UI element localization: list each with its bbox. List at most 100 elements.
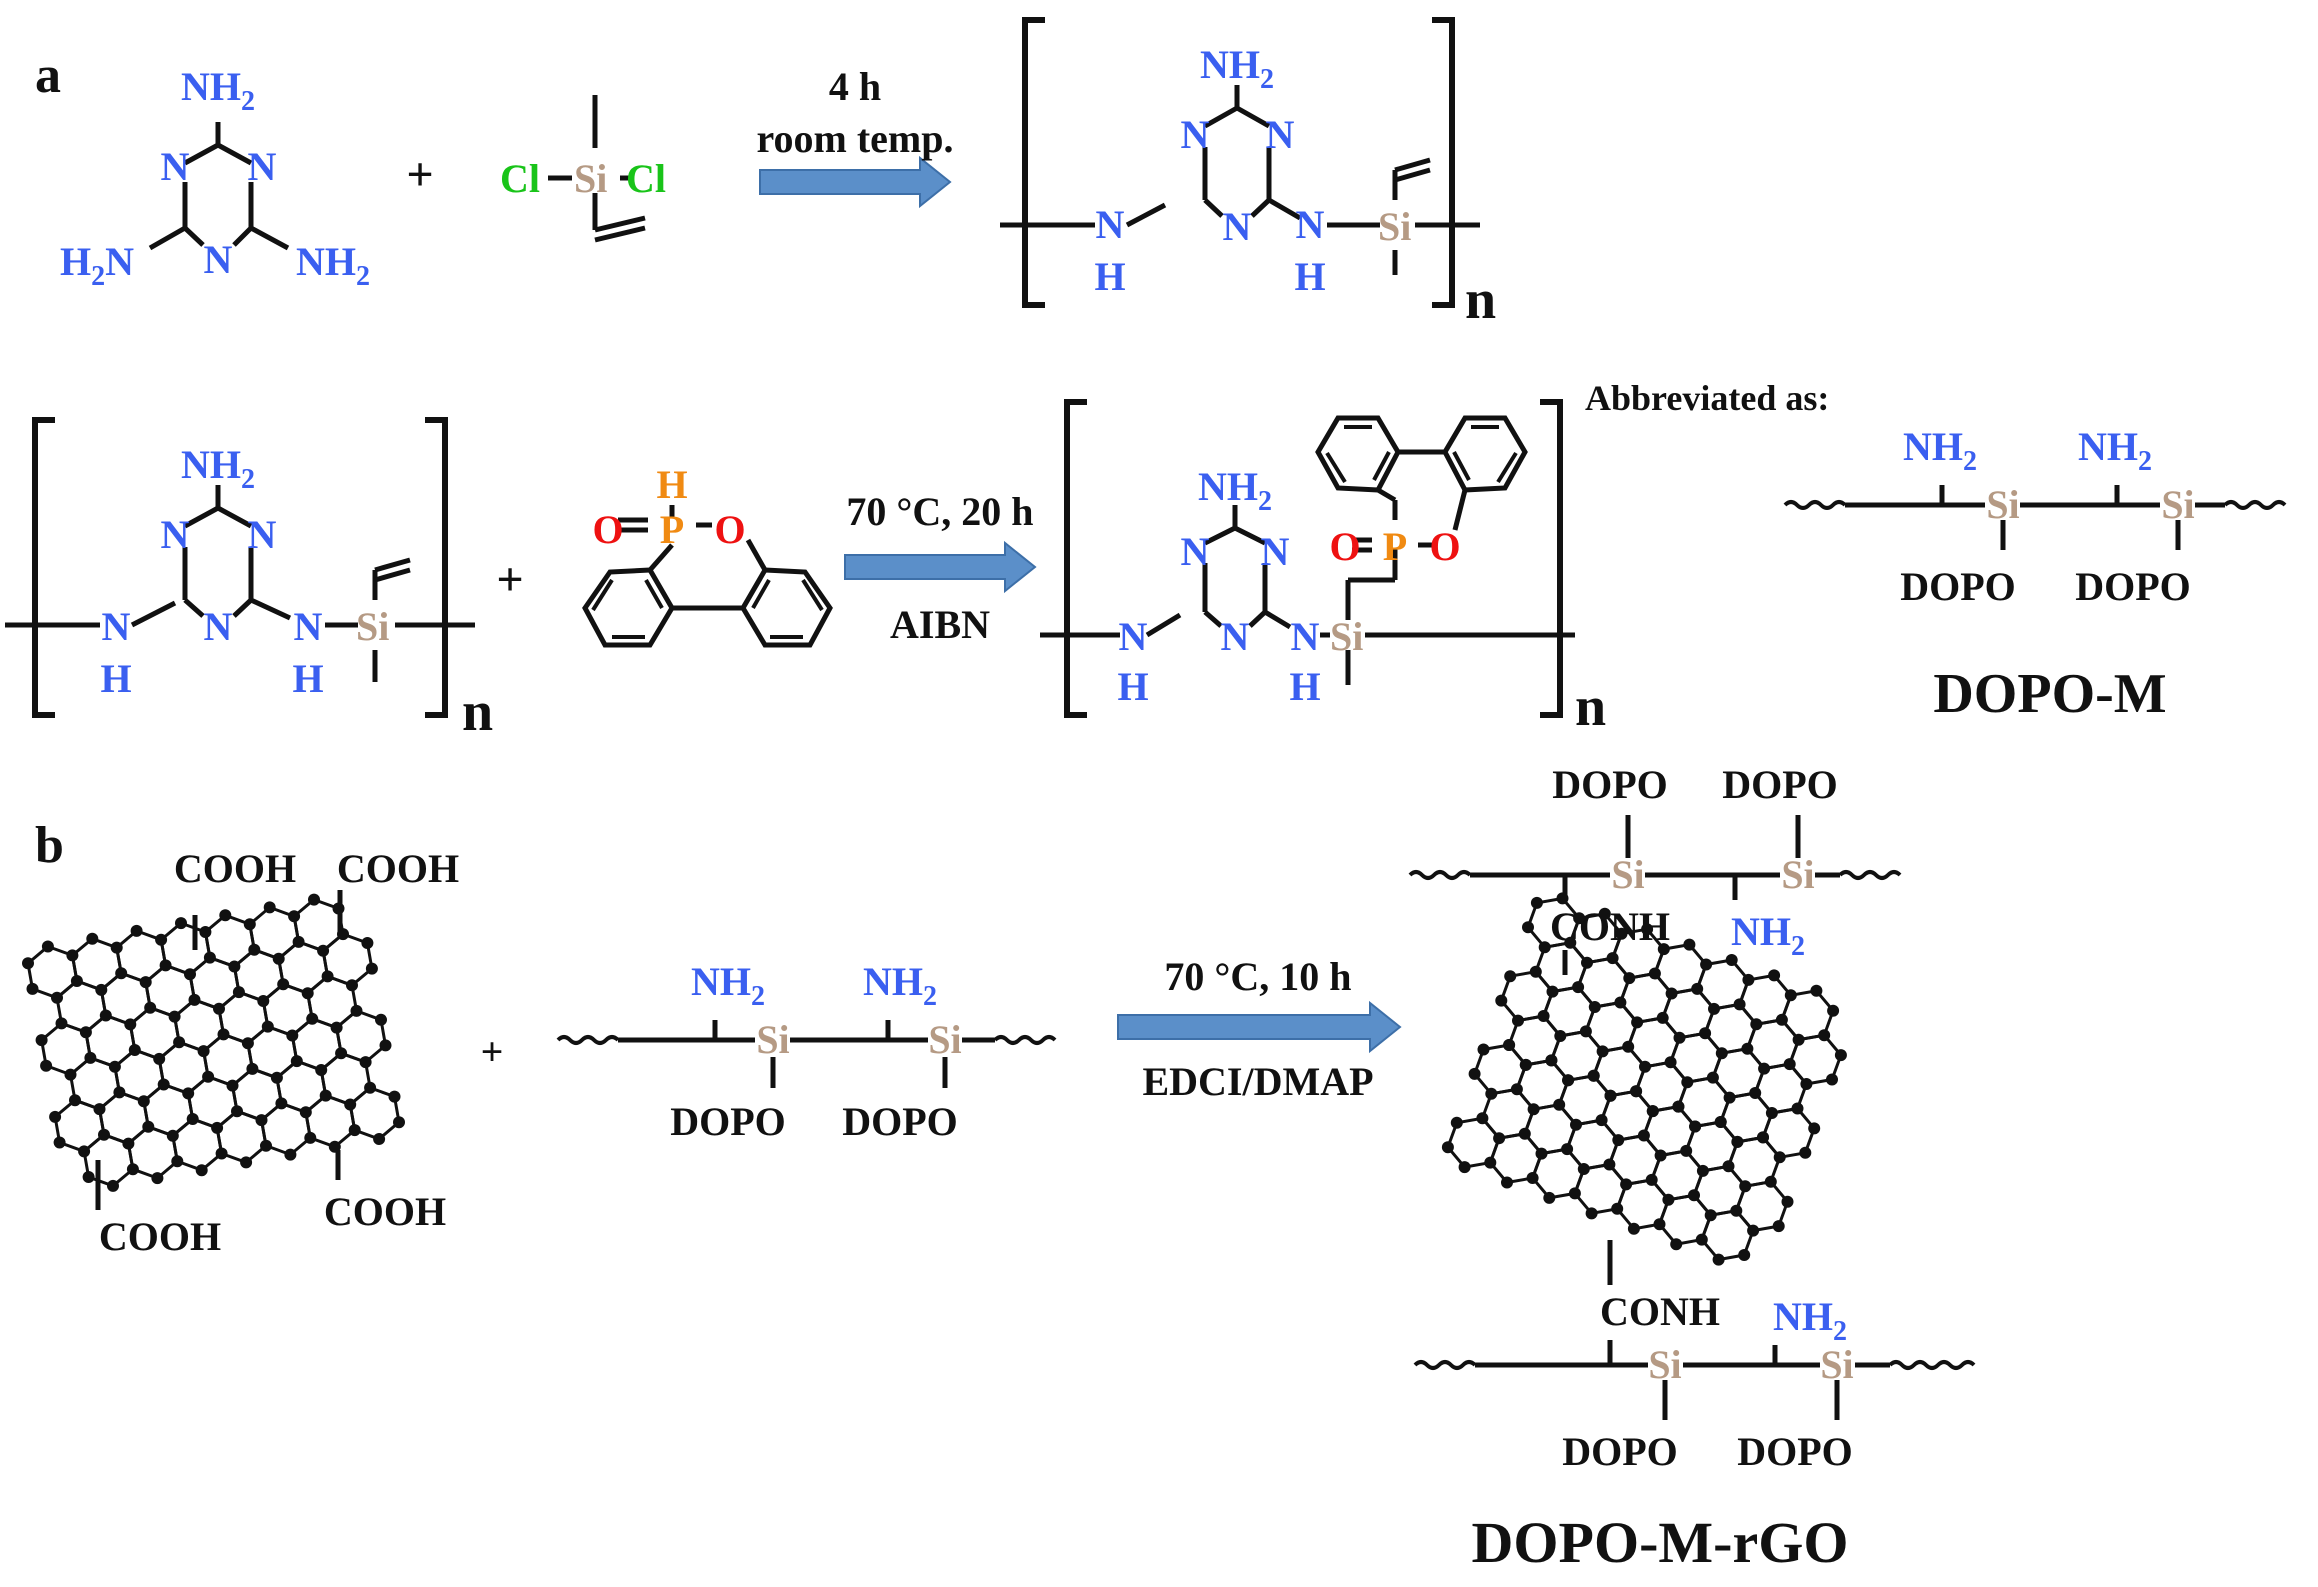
- carbon-atom: [1611, 1202, 1624, 1215]
- carbon-atom: [69, 1094, 81, 1107]
- carbon-atom: [1553, 1098, 1566, 1111]
- carbon-atom: [319, 1089, 332, 1102]
- carbon-atom: [1503, 1039, 1516, 1051]
- dopo-m-name: DOPO-M: [1933, 663, 2166, 725]
- carbon-atom: [284, 1148, 297, 1161]
- svg-text:Si: Si: [574, 156, 607, 201]
- carbon-atom: [1519, 1058, 1532, 1071]
- carbon-atom: [173, 1036, 186, 1049]
- carbon-atom: [1579, 1025, 1592, 1038]
- svg-text:COOH: COOH: [324, 1189, 446, 1234]
- carbon-atom: [1604, 1089, 1617, 1102]
- abbreviated-as-label: Abbreviated as:: [1585, 378, 1829, 418]
- svg-text:Si: Si: [1648, 1342, 1681, 1387]
- svg-text:NH2: NH2: [691, 959, 765, 1012]
- carbon-atom: [40, 1059, 53, 1072]
- carbon-atom: [175, 917, 187, 930]
- svg-text:NH2: NH2: [1198, 464, 1272, 517]
- svg-text:NH2: NH2: [181, 442, 255, 495]
- svg-text:N: N: [1181, 529, 1210, 574]
- carbon-atom: [217, 1028, 230, 1041]
- carbon-atom: [53, 1136, 66, 1149]
- carbon-atom: [248, 943, 261, 956]
- carbon-atom: [1556, 892, 1569, 905]
- svg-text:O: O: [714, 507, 745, 552]
- carbon-atom: [1637, 1129, 1650, 1142]
- carbon-atom: [1561, 1143, 1574, 1156]
- carbon-atom: [1695, 1233, 1708, 1246]
- svg-text:COOH: COOH: [337, 846, 459, 891]
- carbon-atom: [182, 1087, 195, 1100]
- svg-text:NH2: NH2: [1903, 424, 1977, 477]
- carbon-atom: [98, 1128, 110, 1141]
- carbon-atom: [130, 924, 143, 937]
- svg-text:N: N: [248, 144, 277, 189]
- carbon-atom: [1741, 1042, 1754, 1055]
- svg-text:H: H: [1094, 254, 1125, 299]
- carbon-atom: [1450, 1116, 1463, 1129]
- carbon-atom: [122, 1137, 135, 1150]
- carbon-atom: [1646, 1105, 1659, 1118]
- carbon-atom: [1570, 1118, 1582, 1131]
- carbon-atom: [1689, 1120, 1702, 1133]
- carbon-atom: [1708, 1002, 1720, 1015]
- carbon-atom: [263, 901, 276, 914]
- melamine-molecule: NH2 N N N H2N NH2: [60, 64, 370, 292]
- carbon-atom: [1581, 956, 1593, 969]
- carbon-atom: [1723, 1091, 1736, 1104]
- svg-text:AIBN: AIBN: [890, 602, 990, 647]
- carbon-atom: [364, 1081, 377, 1094]
- carbon-atom: [304, 1131, 317, 1144]
- svg-text:Si: Si: [1781, 852, 1814, 897]
- carbon-atom: [115, 967, 128, 980]
- carbon-atom: [388, 1090, 401, 1103]
- carbon-atom: [275, 1097, 288, 1110]
- carbon-atom: [1587, 1069, 1600, 1082]
- carbon-atom: [84, 1051, 97, 1064]
- carbon-atom: [359, 1056, 372, 1069]
- svg-text:O: O: [1429, 524, 1460, 569]
- svg-text:CONH: CONH: [1600, 1289, 1720, 1334]
- carbon-atom: [365, 962, 378, 975]
- carbon-atom: [1606, 952, 1619, 965]
- svg-text:DOPO: DOPO: [670, 1099, 786, 1144]
- carbon-atom: [1673, 1031, 1686, 1044]
- svg-text:COOH: COOH: [174, 846, 296, 891]
- carbon-atom: [231, 1105, 243, 1118]
- carbon-atom: [1750, 1018, 1763, 1031]
- carbon-atom: [346, 979, 358, 992]
- carbon-atom: [1622, 1040, 1635, 1053]
- carbon-atom: [1799, 1146, 1812, 1159]
- carbon-atom: [1564, 936, 1577, 949]
- carbon-atom: [1664, 1056, 1677, 1069]
- carbon-atom: [1535, 1147, 1548, 1160]
- svg-text:N: N: [294, 604, 323, 649]
- carbon-atom: [1484, 1156, 1497, 1169]
- carbon-atom: [348, 1124, 361, 1137]
- svg-text:NH2: NH2: [296, 239, 370, 292]
- carbon-atom: [203, 951, 216, 964]
- carbon-atom: [159, 959, 172, 972]
- carbon-atom: [1826, 1073, 1838, 1086]
- svg-text:N: N: [1096, 202, 1125, 247]
- carbon-atom: [79, 1026, 92, 1039]
- carbon-atom: [1818, 1029, 1831, 1042]
- carbon-atom: [1572, 981, 1585, 994]
- carbon-atom: [1730, 1204, 1743, 1217]
- carbon-atom: [1738, 1249, 1751, 1261]
- carbon-atom: [228, 960, 241, 973]
- carbon-atom: [272, 952, 285, 965]
- carbon-atom: [49, 1110, 62, 1123]
- svg-text:DOPO: DOPO: [1900, 564, 2016, 609]
- carbon-atom: [1715, 1047, 1728, 1060]
- carbon-atom: [226, 1079, 239, 1092]
- carbon-atom: [1781, 1195, 1794, 1208]
- carbon-atom: [1504, 970, 1517, 983]
- carbon-atom: [1714, 1116, 1727, 1128]
- carbon-atom: [1545, 1054, 1558, 1067]
- carbon-atom: [301, 987, 314, 1000]
- carbon-atom: [124, 1018, 137, 1031]
- carbon-atom: [151, 1172, 164, 1185]
- svg-text:Si: Si: [1820, 1342, 1853, 1387]
- carbon-atom: [1543, 1191, 1556, 1204]
